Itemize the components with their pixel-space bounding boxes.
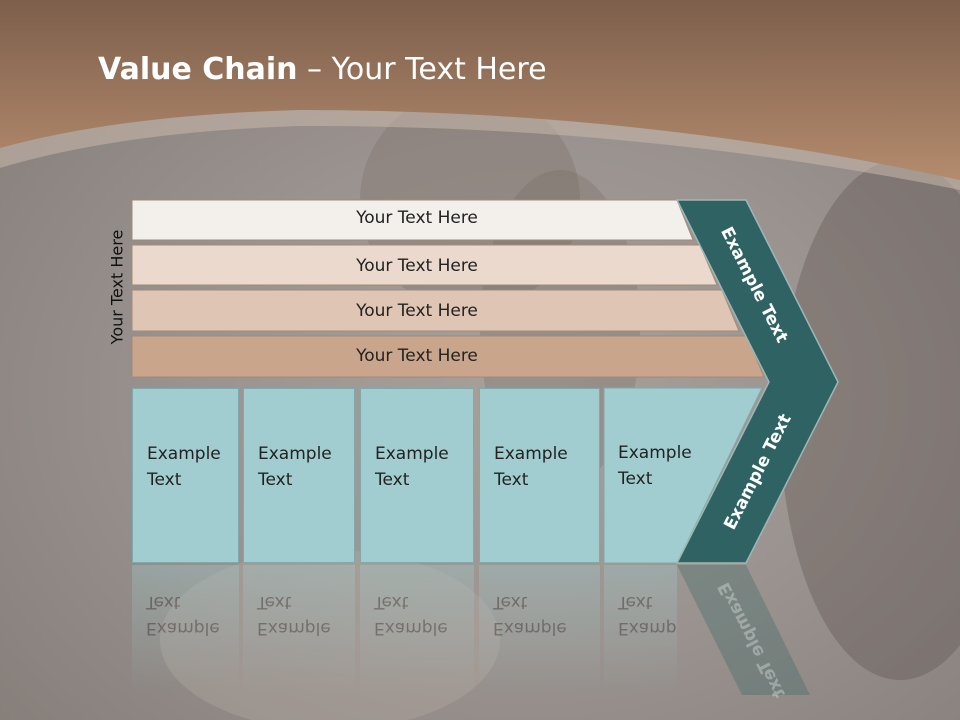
box-1-line1: Example [147, 444, 221, 464]
bar-2-shape [131, 244, 718, 286]
box-5-reflection-line2: Text [618, 592, 653, 612]
bar-label-1: Your Text Here [356, 208, 478, 228]
box-3-reflection: Example Text [360, 565, 474, 695]
box-4-reflection: Example Text [479, 565, 600, 695]
chevron-reflection [677, 565, 810, 695]
box-4-line2: Text [494, 470, 529, 490]
box-1-reflection-text: Example Text [146, 589, 220, 641]
box-2-reflection-text: Example Text [257, 589, 331, 641]
box-4-reflection-line2: Text [493, 592, 528, 612]
bar-label-4: Your Text Here [356, 346, 478, 366]
box-3-line2: Text [375, 470, 410, 490]
title-rest: – Your Text Here [297, 52, 547, 87]
slide-title: Value Chain – Your Text Here [98, 52, 547, 87]
box-3-reflection-text: Example Text [374, 589, 448, 641]
chevron-shape [675, 199, 839, 564]
box-4-line1: Example [494, 444, 568, 464]
box-4-reflection-line1: Example [493, 618, 567, 638]
box-3-line1: Example [375, 444, 449, 464]
box-3-reflection-line2: Text [374, 592, 409, 612]
bar-label-2: Your Text Here [356, 256, 478, 276]
box-1-reflection-line1: Example [146, 618, 220, 638]
bar-1-shape [131, 199, 694, 241]
bar-3-shape [131, 289, 740, 332]
box-2-reflection-line2: Text [257, 592, 292, 612]
box-5-reflection-line1: Example [618, 618, 677, 638]
box-2-line1: Example [258, 444, 332, 464]
box-5-reflection: Example Text [604, 565, 677, 695]
box-2-reflection: Example Text [243, 565, 355, 695]
title-bold: Value Chain [98, 52, 298, 87]
box-1-reflection: Example Text [132, 565, 239, 695]
box-1-line2: Text [147, 470, 182, 490]
header-band [0, 0, 960, 190]
box-1-reflection-line2: Text [146, 592, 181, 612]
bar-4-shape [131, 335, 765, 378]
box-2-reflection-line1: Example [257, 618, 331, 638]
box-2-line2: Text [258, 470, 293, 490]
box-5-line2: Text [618, 469, 653, 489]
box-3-reflection-line1: Example [374, 618, 448, 638]
box-5-line1: Example [618, 443, 692, 463]
box-5-reflection-text: Example Text [618, 589, 677, 641]
bar-label-3: Your Text Here [356, 301, 478, 321]
box-4-reflection-text: Example Text [493, 589, 567, 641]
